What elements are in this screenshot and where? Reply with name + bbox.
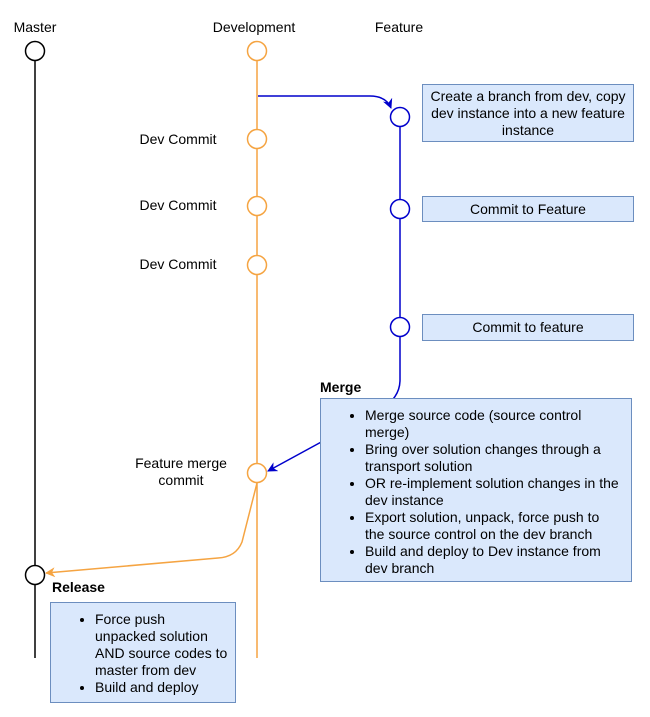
merge-step: Export solution, unpack, force push to t…: [365, 509, 621, 543]
release-steps-box: Force push unpacked solution AND source …: [50, 602, 236, 703]
merge-step: OR re-implement solution changes in the …: [365, 475, 621, 509]
commit-to-feature-box-2: Commit to feature: [422, 314, 634, 341]
create-branch-box: Create a branch from dev, copy dev insta…: [422, 84, 634, 142]
feature-merge-commit-label: Feature merge commit: [135, 455, 227, 488]
feature-commit-node-1: [389, 198, 411, 220]
master-lane-label: Master: [13, 19, 57, 35]
release-step: Build and deploy: [95, 679, 229, 696]
dev-commit-label-1: Dev Commit: [139, 131, 217, 147]
dev-commit-label-2: Dev Commit: [139, 197, 217, 213]
branch-arrow: [258, 95, 393, 109]
feature-commit-node-2: [389, 316, 411, 338]
merge-step: Merge source code (source control merge): [365, 407, 621, 441]
dev-commit-node-3: [246, 254, 268, 276]
dev-commit-node-1: [246, 128, 268, 150]
release-steps-list: Force push unpacked solution AND source …: [51, 611, 229, 696]
development-lane-label: Development: [212, 19, 296, 35]
commit-to-feature-box-1: Commit to Feature: [422, 196, 634, 222]
merge-steps-list: Merge source code (source control merge)…: [321, 407, 621, 577]
dev-commit-node-2: [246, 195, 268, 217]
release-title: Release: [52, 579, 105, 595]
feature-lane-label: Feature: [374, 19, 424, 35]
release-node: [24, 564, 46, 586]
feature-branch-node: [389, 106, 411, 128]
merge-steps-box: Merge source code (source control merge)…: [320, 398, 632, 582]
master-start-node: [24, 40, 46, 62]
merge-step: Bring over solution changes through a tr…: [365, 441, 621, 475]
release-arrow: [45, 482, 258, 578]
merge-title: Merge: [320, 379, 362, 395]
release-step: Force push unpacked solution AND source …: [95, 611, 229, 679]
feature-merge-commit-node: [246, 462, 268, 484]
merge-step: Build and deploy to Dev instance from de…: [365, 543, 621, 577]
dev-commit-label-3: Dev Commit: [139, 256, 217, 272]
development-start-node: [246, 40, 268, 62]
